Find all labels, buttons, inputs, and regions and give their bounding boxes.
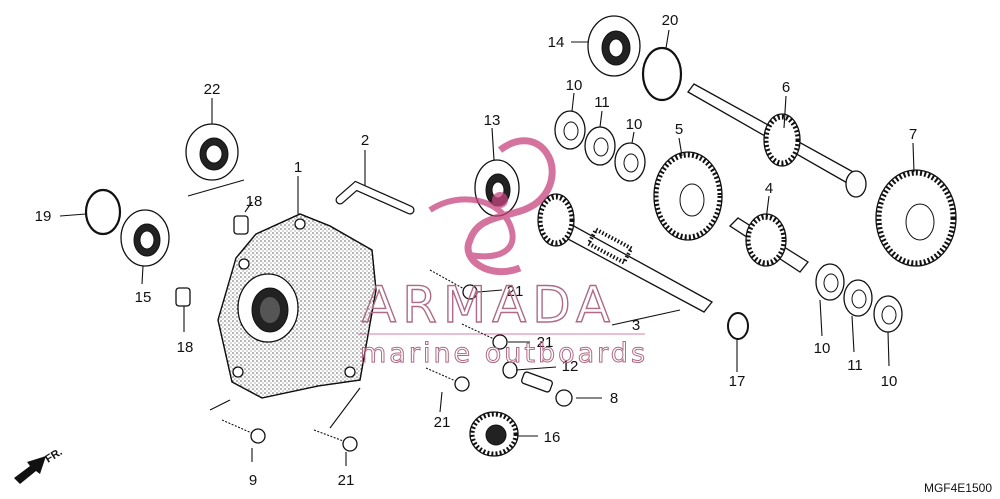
- bolt-21-a: [429, 269, 478, 300]
- washer-10-mid: [614, 142, 646, 182]
- callout-3: 3: [632, 317, 640, 334]
- callout-16: 16: [544, 429, 561, 446]
- callout-10-right: 10: [814, 340, 831, 357]
- callout-19: 19: [35, 208, 52, 225]
- callout-13: 13: [484, 112, 501, 129]
- callout-22: 22: [204, 81, 221, 98]
- dowel-pin-lower: [175, 287, 191, 307]
- mainshaft-6: [687, 83, 867, 198]
- front-direction-arrow-icon: FR.: [14, 446, 65, 484]
- callout-8: 8: [610, 390, 618, 407]
- washer-10-top: [554, 110, 586, 150]
- circlip-17: [727, 312, 749, 340]
- callout-10-mid: 10: [626, 116, 643, 133]
- bearing-15: [120, 209, 170, 267]
- countershaft-3: [537, 193, 713, 313]
- front-direction-label: FR.: [43, 446, 64, 466]
- dowel-pin-upper: [233, 215, 249, 235]
- circlip-20: [641, 46, 683, 102]
- callout-11-top: 11: [594, 94, 610, 111]
- washer-11-right: [843, 279, 873, 317]
- gear-7: [875, 169, 957, 267]
- circlip-19: [84, 188, 122, 236]
- callout-9: 9: [249, 472, 257, 489]
- washer-10-far-right: [873, 295, 903, 333]
- leader-lines: [59, 29, 915, 466]
- callout-4: 4: [765, 180, 773, 197]
- callout-6: 6: [782, 79, 790, 96]
- callout-2: 2: [361, 132, 369, 149]
- callout-12: 12: [562, 358, 579, 375]
- bolt-21-c: [425, 367, 470, 392]
- bolt-8: [521, 371, 573, 407]
- callout-21-d: 21: [338, 472, 355, 489]
- oil-seal-16: [469, 411, 519, 457]
- bolt-21-b: [461, 323, 508, 350]
- watermark-brand: ARMADA: [362, 276, 616, 334]
- callout-1: 1: [294, 159, 302, 176]
- callout-21-b: 21: [537, 334, 554, 351]
- bearing-14: [587, 15, 641, 77]
- callout-7: 7: [909, 126, 917, 143]
- breather-tube-2: [335, 180, 415, 215]
- transmission-cover: [217, 213, 377, 399]
- callout-21-a: 21: [507, 283, 524, 300]
- gear-5: [653, 151, 723, 241]
- bolt-21-d: [313, 429, 358, 452]
- washer-10-right: [815, 263, 845, 301]
- callout-10-top: 10: [566, 77, 583, 94]
- gear-shaft-4: [728, 213, 809, 273]
- diagram-part-code: MGF4E1500: [924, 481, 992, 495]
- washer-11-top: [584, 126, 616, 166]
- armada-watermark-logo: [428, 137, 556, 276]
- callout-11-right: 11: [847, 357, 863, 374]
- callout-20: 20: [662, 12, 679, 29]
- callout-18-upper: 18: [246, 193, 263, 210]
- callout-5: 5: [675, 121, 683, 138]
- bolt-9: [221, 419, 266, 444]
- watermark-tagline: marine outboards: [360, 338, 648, 369]
- callout-labels: 1 2 3 4 5 6 7 8 9 10 10 10 10 11 11 12 1…: [35, 12, 918, 489]
- callout-10-far-right: 10: [881, 373, 898, 390]
- callout-14: 14: [548, 34, 565, 51]
- callout-15: 15: [135, 289, 152, 306]
- callout-18-lower: 18: [177, 339, 194, 356]
- callout-21-c: 21: [434, 414, 451, 431]
- bearing-22: [185, 123, 239, 181]
- callout-17: 17: [729, 373, 746, 390]
